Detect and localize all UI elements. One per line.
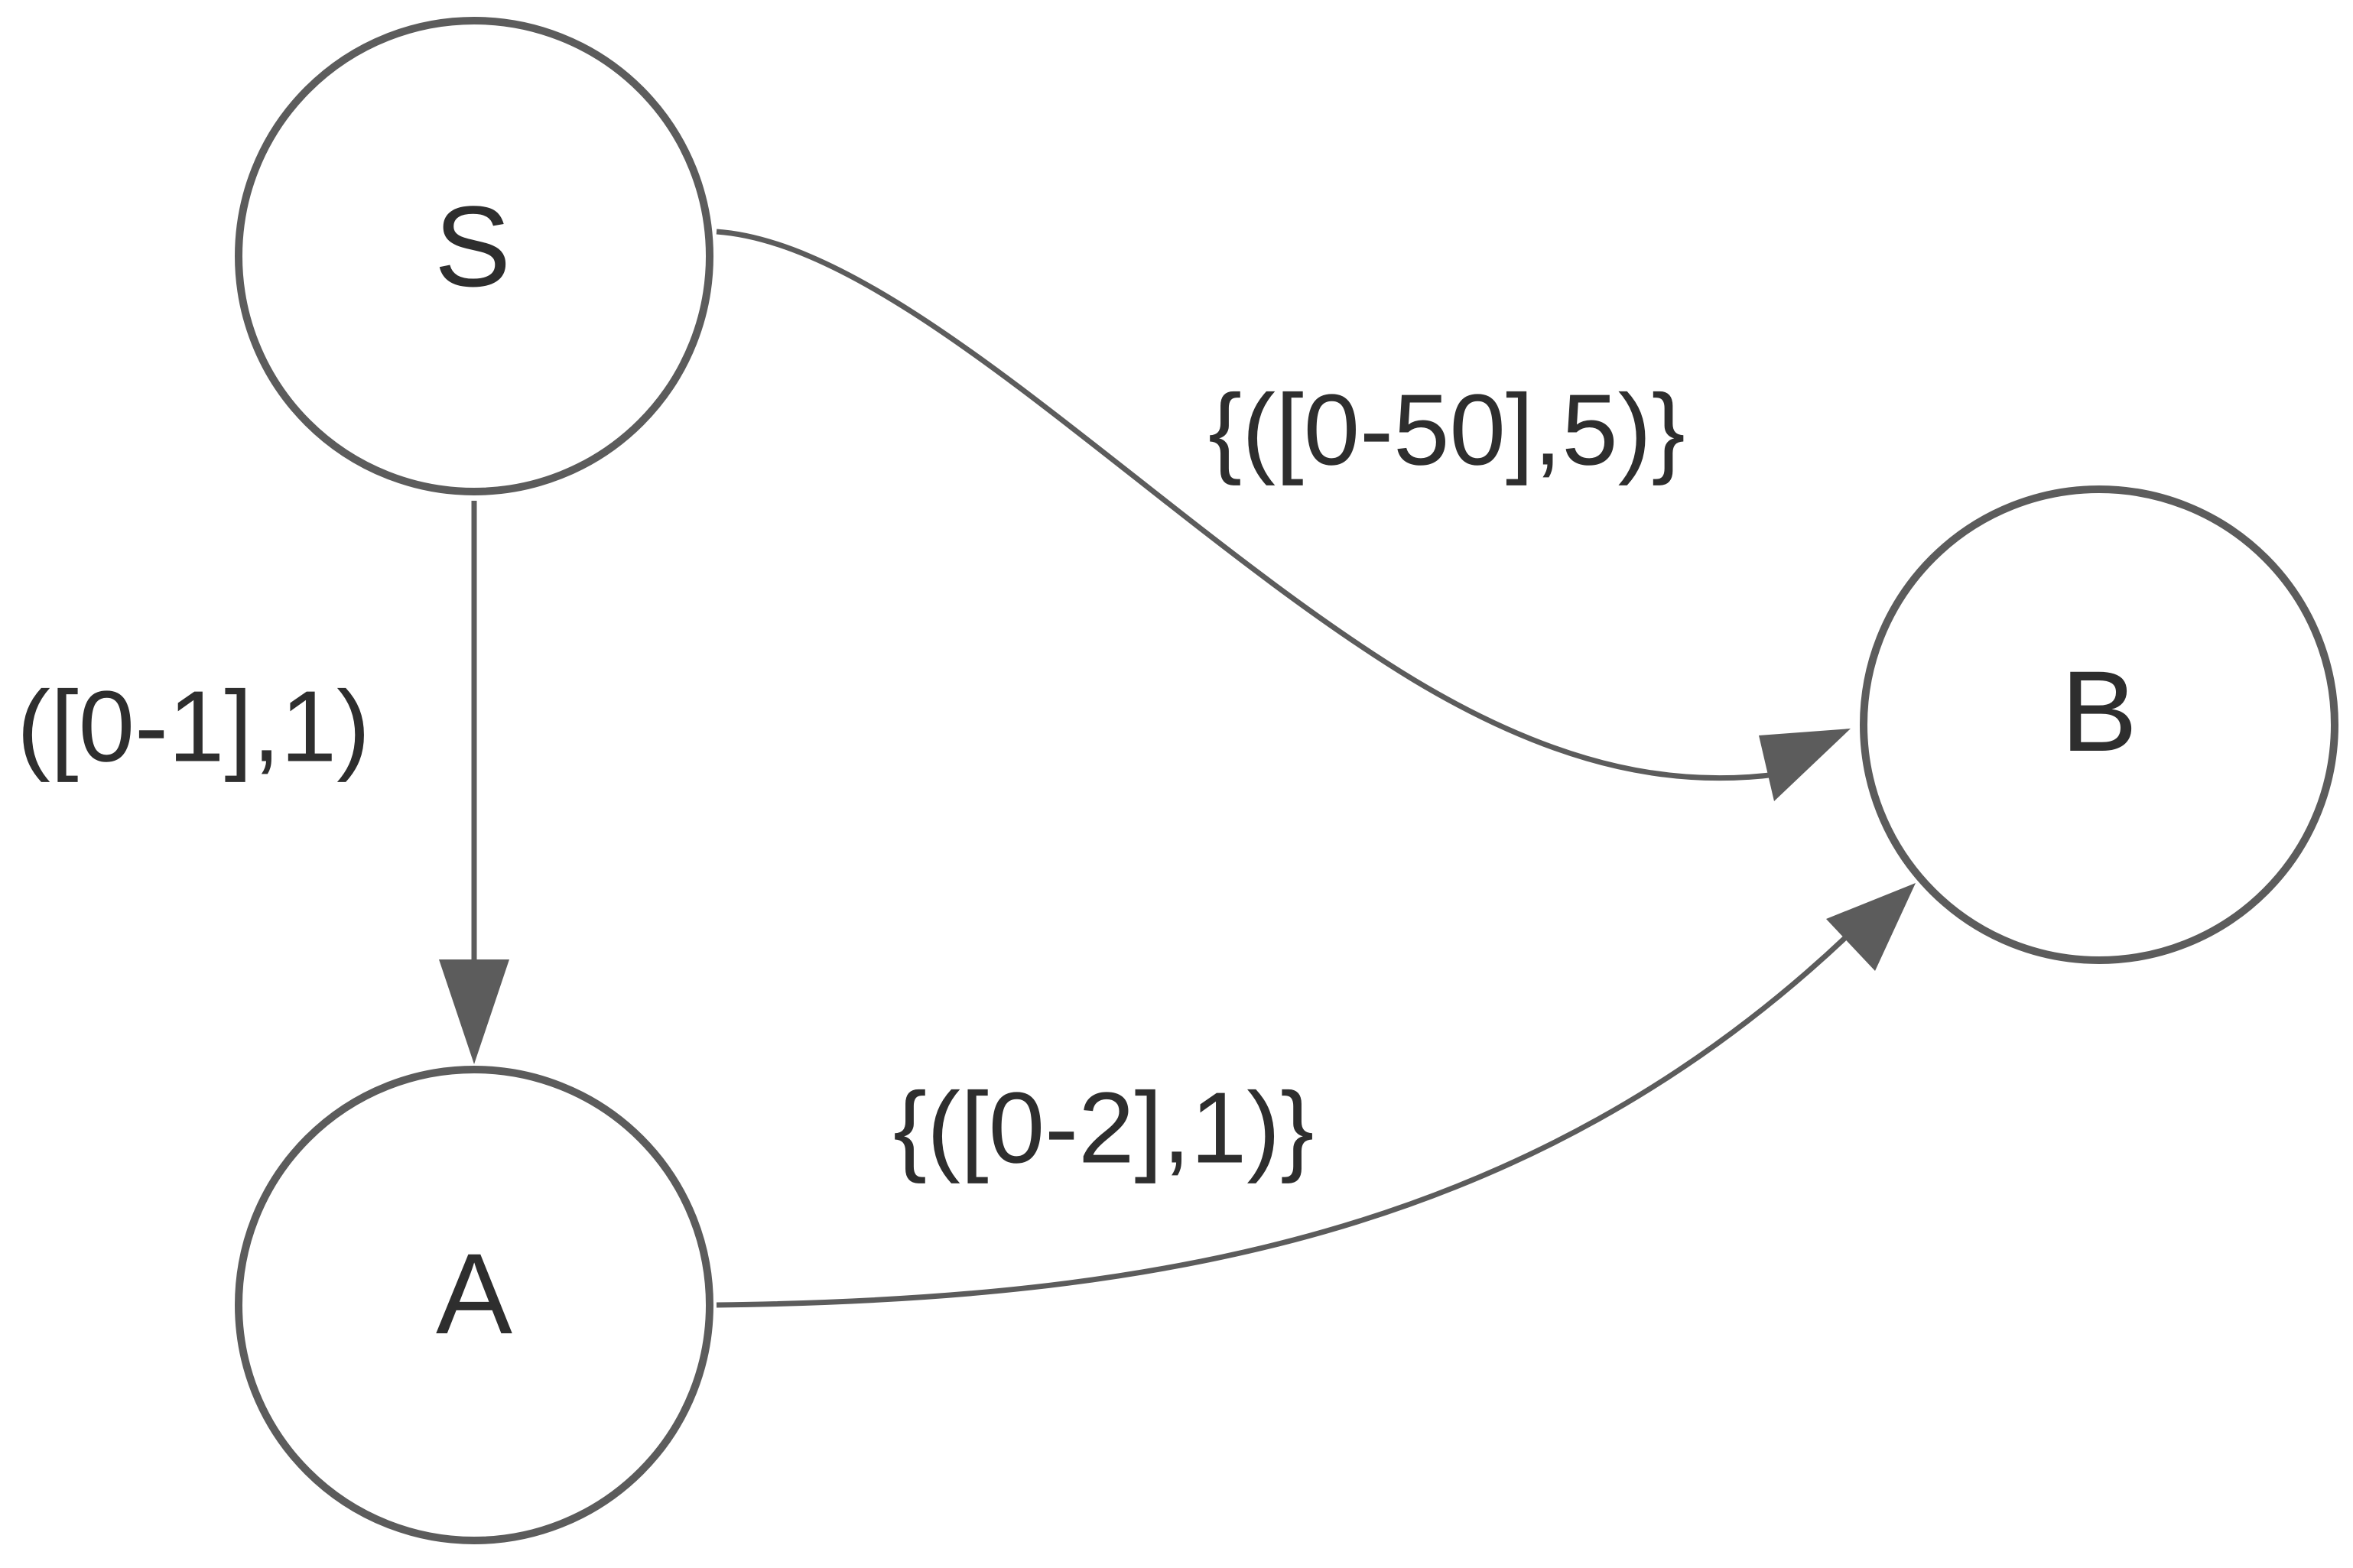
edge-a-to-b: {([0-2],1)} (716, 883, 1916, 1308)
edge-s-to-b-arrowhead (1759, 729, 1851, 801)
edge-s-to-a-label: ([0-1],1) (17, 670, 370, 783)
node-b-label: B (2061, 647, 2137, 775)
node-s: S (235, 17, 713, 495)
edge-a-to-b-arrowhead (1826, 883, 1916, 971)
edge-s-to-a-arrowhead (439, 959, 509, 1064)
edge-s-to-a: ([0-1],1) (17, 501, 509, 1064)
node-a-label: A (436, 1229, 512, 1358)
node-a: A (235, 1066, 713, 1544)
edge-a-to-b-line (716, 930, 1853, 1308)
edge-a-to-b-label: {([0-2],1)} (893, 1072, 1314, 1184)
node-b: B (1860, 485, 2338, 964)
node-s-label: S (434, 182, 511, 310)
edge-s-to-b-label: {([0-50],5)} (1208, 374, 1685, 486)
edge-s-to-b: {([0-50],5)} (716, 229, 1851, 801)
edge-s-to-b-line (716, 229, 1783, 781)
node-b-circle (1860, 485, 2338, 964)
node-a-circle (235, 1066, 713, 1544)
node-s-circle (235, 17, 713, 495)
